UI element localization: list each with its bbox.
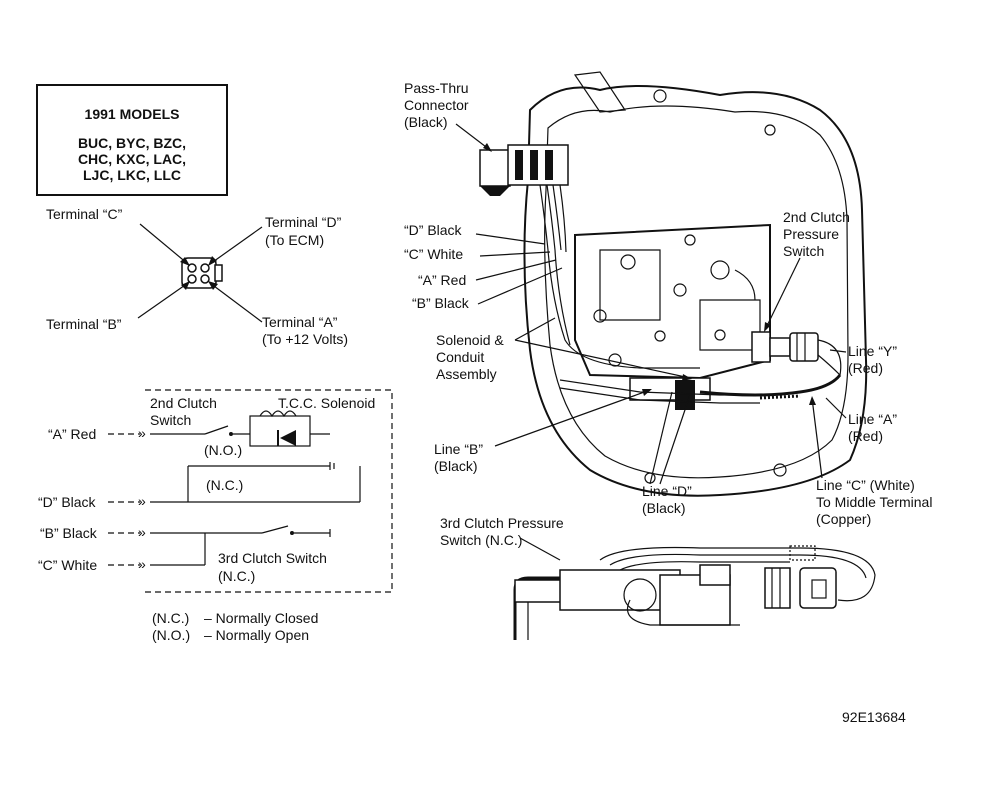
legend: (N.C.) – Normally Closed (N.O.) – Normal…	[152, 610, 318, 643]
svg-text:»: »	[138, 493, 146, 509]
terminal-d-sublabel: (To ECM)	[265, 232, 324, 248]
schem-b-black: “B” Black	[40, 525, 98, 541]
legend-no-def: – Normally Open	[204, 627, 309, 643]
wire-d-black-label: “D” Black	[404, 222, 463, 238]
line-c-label-1: Line “C” (White)	[816, 477, 915, 493]
schem-d-black: “D” Black	[38, 494, 97, 510]
callout-labels: Pass-Thru Connector (Black) “D” Black “C…	[404, 80, 932, 548]
line-a-label-2: (Red)	[848, 428, 883, 444]
schem-2nd-clutch-label: 2nd Clutch	[150, 395, 217, 411]
legend-nc-abbr: (N.C.)	[152, 610, 189, 626]
pass-thru-label-1: Pass-Thru	[404, 80, 469, 96]
pass-thru-label-2: Connector	[404, 97, 469, 113]
models-line-1: BUC, BYC, BZC,	[78, 135, 186, 151]
solenoid-label-3: Assembly	[436, 366, 497, 382]
line-c-label-2: To Middle Terminal	[816, 494, 932, 510]
svg-text:»: »	[138, 556, 146, 572]
svg-text:»: »	[138, 524, 146, 540]
schem-a-red: “A” Red	[48, 426, 96, 442]
line-a-label-1: Line “A”	[848, 411, 897, 427]
terminal-d-label: Terminal “D”	[265, 214, 342, 230]
line-b-label-1: Line “B”	[434, 441, 483, 457]
schem-nc-label: (N.C.)	[206, 477, 243, 493]
models-title: 1991 MODELS	[85, 106, 180, 122]
clutch3-ps-label-2: Switch (N.C.)	[440, 532, 522, 548]
switch-schematic: » » » » 2nd Clutch	[38, 389, 393, 593]
callout-leaders	[455, 123, 847, 561]
terminal-c-label: Terminal “C”	[46, 206, 123, 222]
clutch3-ps-label-1: 3rd Clutch Pressure	[440, 515, 564, 531]
wire-c-white-label: “C” White	[404, 246, 463, 262]
schem-tcc-solenoid-label: T.C.C. Solenoid	[278, 395, 375, 411]
clutch2-ps-label-1: 2nd Clutch	[783, 209, 850, 225]
solenoid-label-1: Solenoid &	[436, 332, 504, 348]
line-y-label-1: Line “Y”	[848, 343, 897, 359]
clutch2-ps-label-3: Switch	[783, 243, 824, 259]
connector-face: Terminal “C” Terminal “D” (To ECM) Termi…	[46, 206, 348, 347]
line-b-label-2: (Black)	[434, 458, 478, 474]
line-d-label-1: Line “D”	[642, 483, 692, 499]
line-c-label-3: (Copper)	[816, 511, 871, 527]
schem-no-label: (N.O.)	[204, 442, 242, 458]
legend-no-abbr: (N.O.)	[152, 627, 190, 643]
terminal-a-label: Terminal “A”	[262, 314, 338, 330]
terminal-b-label: Terminal “B”	[46, 316, 122, 332]
transmission-valve-body	[479, 71, 868, 497]
solenoid-label-2: Conduit	[436, 349, 484, 365]
models-line-2: CHC, KXC, LAC,	[78, 151, 186, 167]
clutch2-ps-label-2: Pressure	[783, 226, 839, 242]
models-box: 1991 MODELS BUC, BYC, BZC, CHC, KXC, LAC…	[36, 84, 228, 196]
wire-b-black-label: “B” Black	[412, 295, 470, 311]
schem-c-white: “C” White	[38, 557, 97, 573]
line-y-label-2: (Red)	[848, 360, 883, 376]
third-clutch-switch-inset	[513, 545, 876, 640]
svg-text:»: »	[138, 425, 146, 441]
models-line-3: LJC, LKC, LLC	[83, 167, 181, 183]
legend-nc-def: – Normally Closed	[204, 610, 318, 626]
terminal-a-sublabel: (To +12 Volts)	[262, 331, 348, 347]
schem-3rd-clutch-label: 3rd Clutch Switch	[218, 550, 327, 566]
schem-3rd-clutch-nc: (N.C.)	[218, 568, 255, 584]
figure-id: 92E13684	[842, 709, 906, 725]
pass-thru-label-3: (Black)	[404, 114, 448, 130]
wire-a-red-label: “A” Red	[418, 272, 466, 288]
line-d-label-2: (Black)	[642, 500, 686, 516]
schem-switch-label: Switch	[150, 412, 191, 428]
